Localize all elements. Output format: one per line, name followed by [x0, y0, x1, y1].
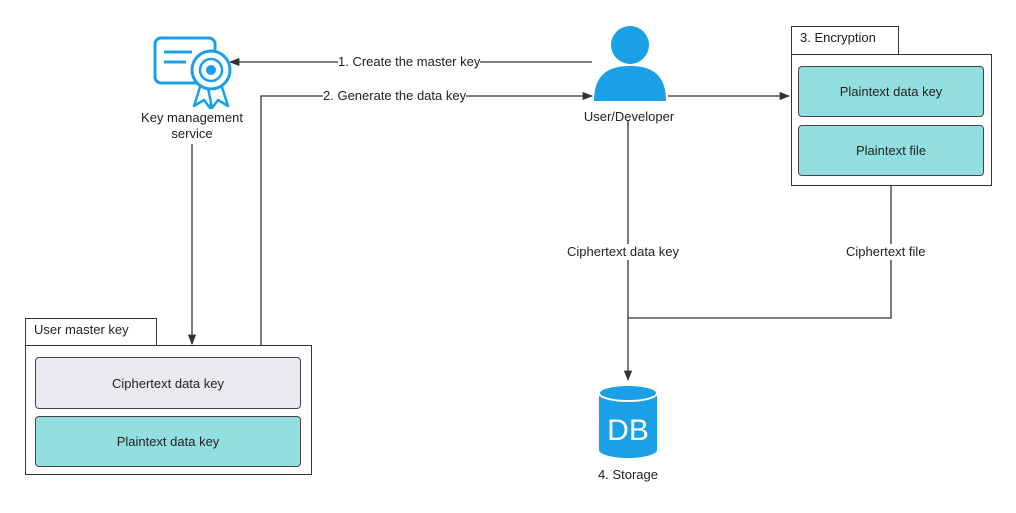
encryption-title: 3. Encryption [791, 26, 899, 55]
certificate-icon [153, 36, 232, 110]
database-icon-text: DB [607, 414, 649, 447]
edge-label-ciphertext-file: Ciphertext file [846, 244, 926, 260]
edge-generate-data-key [260, 91, 594, 346]
kms-label: Key management service [141, 110, 243, 141]
user-label: User/Developer [583, 109, 675, 124]
user-master-key-title: User master key [25, 318, 157, 346]
encryption-plaintext-file: Plaintext file [798, 125, 984, 176]
edge-label-create-master-key: 1. Create the master key [338, 54, 481, 70]
master-plaintext-data-key: Plaintext data key [35, 416, 301, 467]
storage-label: 4. Storage [598, 467, 658, 482]
edge-ciphertext-file [628, 186, 892, 319]
database-icon: DB [598, 384, 658, 458]
edge-label-ciphertext-data-key: Ciphertext data key [567, 244, 680, 260]
master-ciphertext-data-key: Ciphertext data key [35, 357, 301, 409]
encryption-plaintext-data-key: Plaintext data key [798, 66, 984, 117]
edge-label-generate-data-key: 2. Generate the data key [323, 88, 467, 104]
user-icon [594, 26, 666, 101]
